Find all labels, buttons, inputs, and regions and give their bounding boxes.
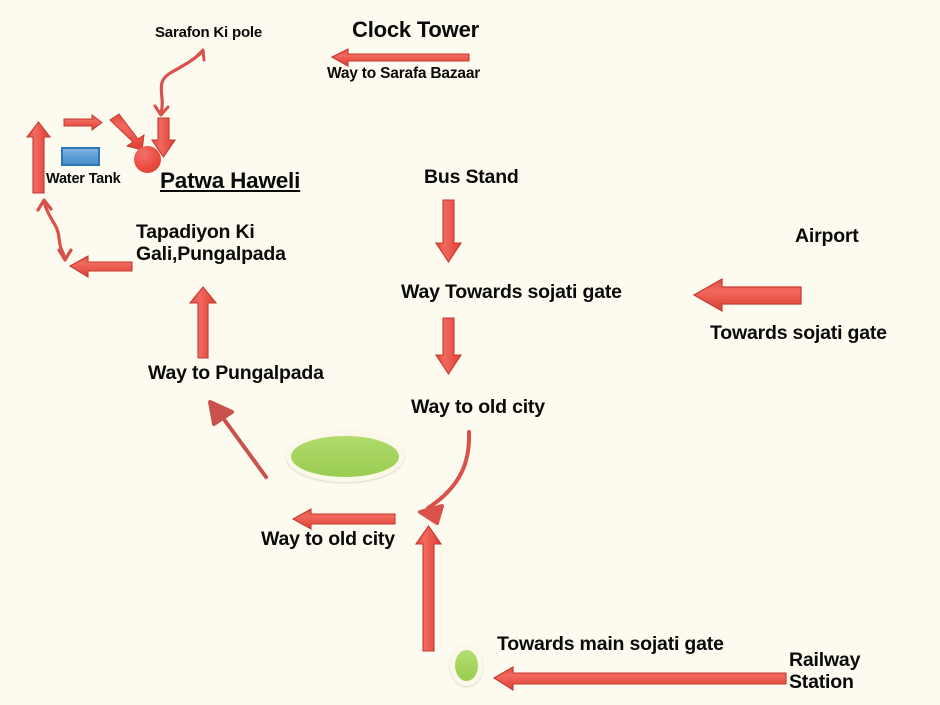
label-tapadiyon-ki-gali: Tapadiyon Ki Gali,Pungalpada [136, 221, 286, 266]
label-bus-stand: Bus Stand [424, 166, 519, 188]
arrow-up-to-tapadiyon [188, 286, 218, 359]
water-tank-marker [61, 147, 100, 166]
label-way-to-pungalpada: Way to Pungalpada [148, 362, 324, 384]
arrow-sojati-gate-down [434, 317, 463, 376]
arrow-railway-station-left [492, 666, 787, 691]
label-way-towards-sojati-gate: Way Towards sojati gate [401, 281, 622, 303]
arrow-to-sarafon-ki-pole [153, 48, 206, 117]
label-towards-sojati-gate: Towards sojati gate [710, 322, 887, 344]
label-railway-station-line2: Station [789, 670, 854, 693]
label-railway-station: Railway Station [789, 649, 861, 694]
arrow-diagonal-to-pungalpada [208, 400, 268, 479]
patwa-haweli-marker [134, 146, 161, 173]
arrow-old-city-left [291, 508, 396, 530]
green-ellipse-marker [286, 431, 404, 482]
arrow-old-city-curve [418, 430, 472, 525]
label-way-to-old-city-upper: Way to old city [411, 396, 545, 418]
arrow-bus-stand-down [434, 199, 463, 264]
arrow-left-to-tapadiyon [68, 255, 133, 278]
arrow-airport-left [692, 277, 802, 313]
label-way-to-old-city-lower: Way to old city [261, 528, 395, 550]
arrow-to-sarafa-bazaar [330, 48, 470, 67]
label-way-to-sarafa-bazaar: Way to Sarafa Bazaar [327, 65, 481, 82]
arrow-old-city-up [414, 525, 443, 652]
label-tapadiyon-line1: Tapadiyon Ki [136, 221, 255, 243]
label-patwa-haweli: Patwa Haweli [160, 168, 301, 193]
label-towards-main-sojati-gate: Towards main sojati gate [497, 633, 724, 655]
arrow-wavy-double-left [36, 198, 73, 262]
label-clock-tower: Clock Tower [352, 17, 479, 42]
label-sarafon-ki-pole: Sarafon Ki pole [155, 24, 263, 41]
label-water-tank: Water Tank [46, 171, 121, 187]
green-circle-marker [450, 645, 483, 686]
label-airport: Airport [795, 225, 859, 247]
arrow-small-right-top-left [63, 114, 103, 131]
label-railway-station-line1: Railway [789, 649, 861, 671]
label-tapadiyon-line2: Gali,Pungalpada [136, 242, 286, 265]
arrow-diagonal-to-patwa-haweli [109, 113, 145, 151]
